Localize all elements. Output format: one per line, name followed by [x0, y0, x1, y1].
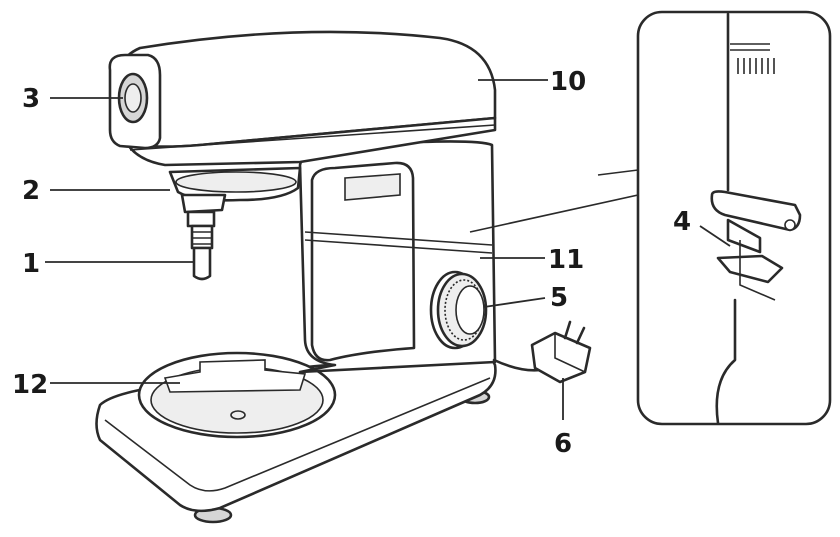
- callout-2: 2: [22, 176, 40, 206]
- callout-12: 12: [12, 370, 48, 400]
- mixer-head: [108, 30, 497, 167]
- drive-hub: [168, 166, 302, 214]
- detail-inset: [469, 10, 832, 426]
- callout-6: 6: [554, 429, 572, 459]
- callout-1: 1: [22, 249, 40, 279]
- leader-lines: [45, 79, 731, 420]
- callout-4: 4: [673, 207, 691, 237]
- beater-shaft: [186, 210, 216, 281]
- callout-11: 11: [548, 245, 584, 275]
- callout-5: 5: [550, 283, 568, 313]
- power-cord-plug: [492, 320, 592, 384]
- speed-dial: [429, 270, 488, 350]
- callout-3: 3: [22, 84, 40, 114]
- bowl-plate: [137, 351, 337, 439]
- callout-10: 10: [550, 67, 586, 97]
